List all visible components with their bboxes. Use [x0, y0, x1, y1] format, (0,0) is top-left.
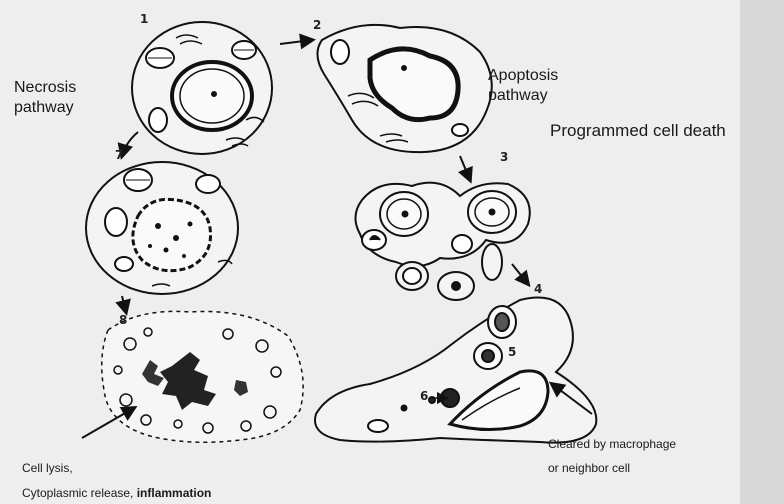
arrow-1-to-2	[280, 40, 312, 44]
necrosis-pathway-label: Necrosis pathway	[14, 78, 76, 118]
arrow-1-to-7	[122, 132, 138, 156]
cell-3-apoptotic-bodies	[355, 183, 529, 300]
necrosis-label-line1: Necrosis	[14, 78, 76, 98]
step-number-8: 8	[119, 313, 127, 327]
step-number-5: 5	[508, 345, 516, 359]
apoptosis-pathway-label: Apoptosis pathway	[488, 66, 558, 106]
cell-7-necrotic-swelling	[86, 162, 238, 294]
cell-8-lysis	[102, 311, 303, 442]
cell-2-apoptotic	[317, 25, 491, 152]
apoptosis-label-line1: Apoptosis	[488, 66, 558, 86]
arrow-2-to-3	[460, 156, 470, 180]
step-number-4: 4	[534, 282, 542, 296]
programmed-cell-death-label: Programmed cell death	[550, 121, 726, 141]
inflammation-text: inflammation	[137, 486, 212, 500]
page-edge-shadow	[740, 0, 784, 504]
cytoplasmic-release-text: Cytoplasmic release,	[22, 486, 137, 500]
step-number-2: 2	[313, 18, 321, 32]
cell-1-normal	[132, 22, 272, 154]
macrophage	[315, 298, 596, 443]
apoptosis-label-line2: pathway	[488, 86, 558, 106]
step-number-1: 1	[140, 12, 148, 26]
cell-lysis-label: Cell lysis,	[22, 460, 73, 476]
step-number-3: 3	[500, 150, 508, 164]
necrosis-label-line2: pathway	[14, 98, 76, 118]
cleared-label-line2: or neighbor cell	[548, 460, 676, 476]
arrow-3-to-4	[512, 264, 528, 284]
arrow-7-to-8	[122, 296, 126, 312]
step-number-6: 6	[420, 389, 428, 403]
cleared-label: Cleared by macrophage or neighbor cell	[548, 436, 676, 476]
cytoplasmic-release-label: Cytoplasmic release, inflammation	[22, 485, 211, 501]
step-number-7: 7	[115, 148, 123, 162]
cleared-label-line1: Cleared by macrophage	[548, 436, 676, 452]
